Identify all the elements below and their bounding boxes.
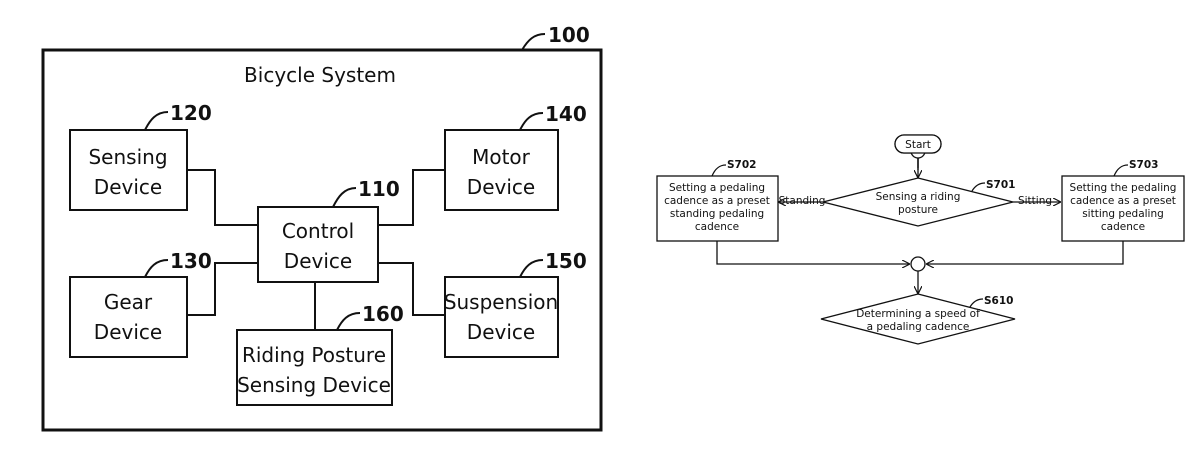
s701-line2: posture xyxy=(898,204,938,216)
ref-160: 160 xyxy=(362,302,404,326)
label-sitting: Sitting xyxy=(1018,195,1052,207)
s703-line1: Setting the pedaling xyxy=(1070,182,1177,194)
gear-line1: Gear xyxy=(104,290,153,314)
posture-line1: Riding Posture xyxy=(242,343,386,367)
ref-140: 140 xyxy=(545,102,587,126)
ref-s702: S702 xyxy=(727,159,756,171)
ref-110: 110 xyxy=(358,177,400,201)
s702-line3: standing pedaling xyxy=(670,208,764,220)
leader-110 xyxy=(332,187,357,208)
flow-s702-merge xyxy=(716,241,909,264)
s610-line1: Determining a speed of xyxy=(856,308,980,320)
block-diagram: 100 Bicycle System 120 Sensing Device 13… xyxy=(41,23,603,432)
ref-120: 120 xyxy=(170,101,212,125)
junction-merge xyxy=(910,256,926,272)
posture-line2: Sensing Device xyxy=(237,373,391,397)
motor-line1: Motor xyxy=(472,145,531,169)
leader-s701 xyxy=(971,182,986,192)
s703-line2: cadence as a preset xyxy=(1070,195,1176,207)
wire-control-suspension xyxy=(378,262,445,316)
process-s702 xyxy=(656,175,779,242)
s701-line1: Sensing a riding xyxy=(876,191,961,203)
wire-control-motor xyxy=(378,169,445,226)
ref-130: 130 xyxy=(170,249,212,273)
start-label-top: Start xyxy=(905,139,931,151)
start-terminator-top xyxy=(894,134,942,154)
label-standing: Standing xyxy=(779,195,826,207)
leader-160 xyxy=(336,312,361,331)
ref-100: 100 xyxy=(548,23,590,47)
control-line1: Control xyxy=(282,219,354,243)
suspension-line1: Suspension xyxy=(444,290,558,314)
sensing-device-box xyxy=(69,129,188,211)
leader-s702 xyxy=(711,164,727,177)
motor-line2: Device xyxy=(467,175,535,199)
suspension-line2: Device xyxy=(467,320,535,344)
decision-s701 xyxy=(822,177,1014,227)
ref-s610: S610 xyxy=(984,295,1013,307)
control-line2: Device xyxy=(284,249,352,273)
process-s703 xyxy=(1061,175,1185,242)
flow-s703-merge xyxy=(927,241,1124,264)
s702-line1: Setting a pedaling xyxy=(669,182,765,194)
s703-line4: cadence xyxy=(1101,221,1145,233)
leader-150 xyxy=(519,259,544,278)
sensing-line2: Device xyxy=(94,175,162,199)
leader-120 xyxy=(144,111,169,131)
s702-line2: cadence as a preset xyxy=(664,195,770,207)
s703-line3: sitting pedaling xyxy=(1082,208,1164,220)
riding-posture-sensing-device-box xyxy=(236,329,393,406)
gear-device-box xyxy=(69,276,188,358)
leader-140 xyxy=(519,112,544,131)
motor-device-box xyxy=(444,129,559,211)
s702-line4: cadence xyxy=(695,221,739,233)
ref-s703: S703 xyxy=(1129,159,1158,171)
leader-s703 xyxy=(1113,164,1129,177)
leader-s610 xyxy=(969,298,984,308)
decision-s610 xyxy=(820,293,1016,345)
suspension-device-box xyxy=(444,276,559,358)
sensing-line1: Sensing xyxy=(88,145,167,169)
wire-gear-control xyxy=(187,262,258,316)
system-title: Bicycle System xyxy=(244,63,396,87)
leader-100 xyxy=(521,33,546,51)
s610-line2: a pedaling cadence xyxy=(867,321,970,333)
ref-s701: S701 xyxy=(986,179,1015,191)
gear-line2: Device xyxy=(94,320,162,344)
leader-130 xyxy=(144,259,169,278)
ref-150: 150 xyxy=(545,249,587,273)
control-device-box xyxy=(257,206,379,283)
wire-sensing-control xyxy=(187,169,258,226)
